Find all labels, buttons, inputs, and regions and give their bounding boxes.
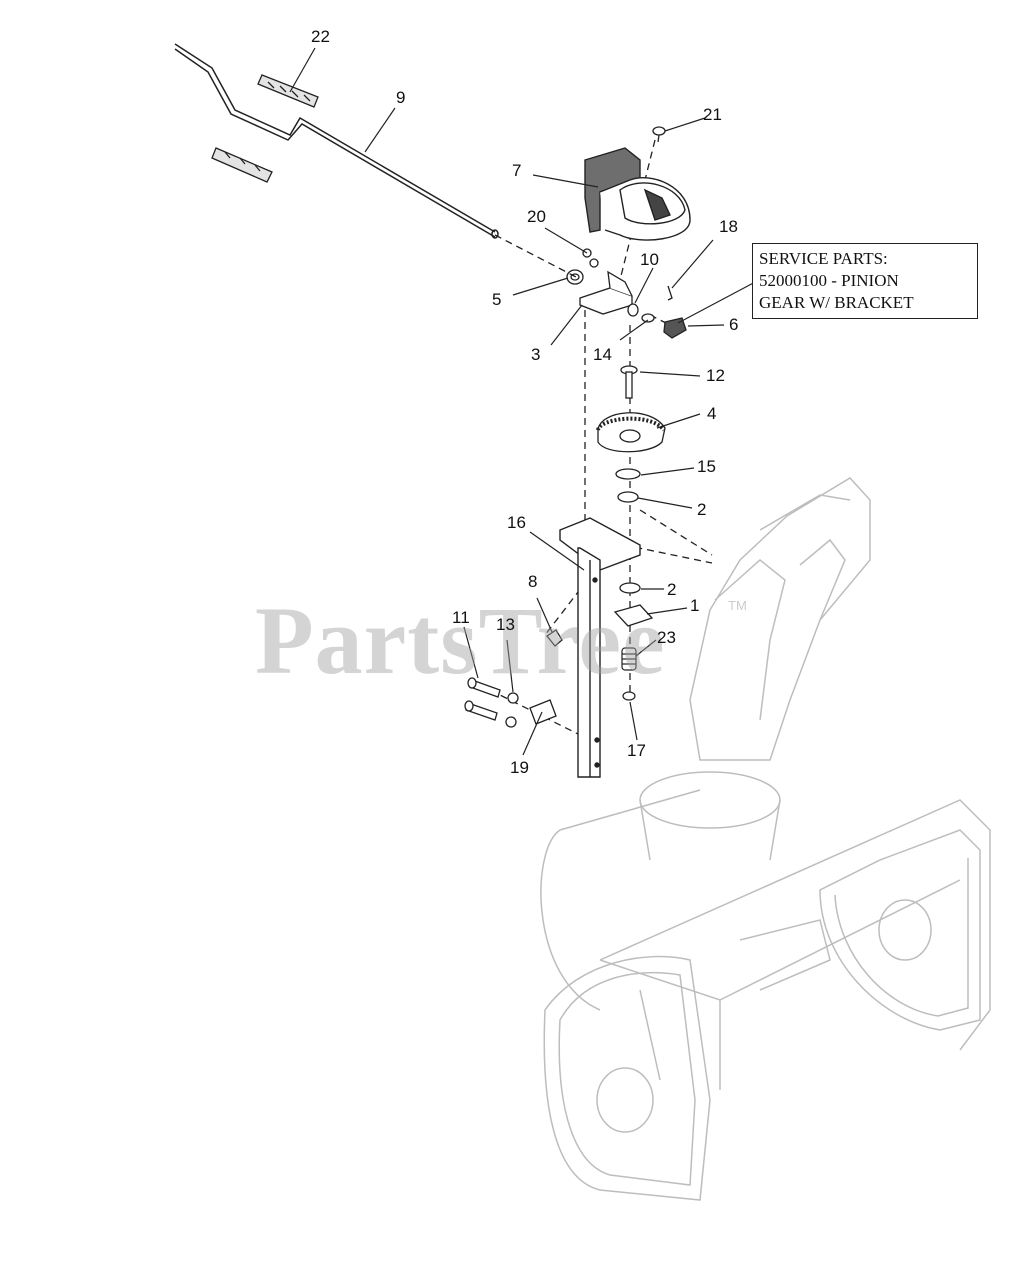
callout-16: 16 — [507, 513, 526, 532]
handle-grips — [211, 74, 319, 183]
callout-6: 6 — [729, 315, 739, 334]
callout-3: 3 — [531, 345, 541, 364]
callout-7: 7 — [512, 161, 522, 180]
pin-12 — [620, 365, 638, 399]
chute-housing-outline — [540, 477, 991, 1201]
trademark-mark: TM — [728, 598, 747, 613]
pinion-parts — [627, 285, 687, 339]
callout-8: 8 — [528, 572, 538, 591]
callout-5: 5 — [492, 290, 502, 309]
service-parts-note: SERVICE PARTS: 52000100 - PINION GEAR W/… — [752, 243, 978, 319]
lower-washer-plate — [613, 582, 654, 627]
callout-11: 11 — [452, 608, 470, 627]
bracket-16 — [559, 517, 641, 778]
small-bolts — [582, 248, 599, 268]
callout-10: 10 — [640, 250, 659, 269]
callout-4: 4 — [707, 404, 717, 423]
callout-20: 20 — [527, 207, 546, 226]
callout-1: 1 — [690, 596, 700, 615]
service-parts-line-3: GEAR W/ BRACKET — [759, 293, 914, 312]
callout-2-lower: 2 — [667, 580, 677, 599]
callout-14: 14 — [593, 345, 612, 364]
callout-13: 13 — [496, 615, 515, 634]
bolts-washers-bracket — [464, 677, 557, 728]
callout-15: 15 — [697, 457, 716, 476]
chute-cover — [584, 147, 691, 241]
callout-23: 23 — [657, 628, 676, 647]
callout-9: 9 — [396, 88, 406, 107]
leader-lines — [289, 47, 760, 756]
gear-washers — [615, 468, 641, 503]
bracket-3 — [579, 270, 633, 315]
callout-12: 12 — [706, 366, 725, 385]
callout-17: 17 — [627, 741, 646, 760]
callout-21: 21 — [703, 105, 722, 124]
washer-5 — [566, 269, 584, 285]
screw-21 — [652, 126, 666, 143]
shift-rod — [174, 43, 499, 239]
callout-2-upper: 2 — [697, 500, 707, 519]
gear-4 — [596, 412, 666, 453]
callout-19: 19 — [510, 758, 529, 777]
callout-22: 22 — [311, 27, 330, 46]
clip-8 — [546, 629, 563, 647]
service-parts-line-2: 52000100 - PINION — [759, 271, 899, 290]
callout-18: 18 — [719, 217, 738, 236]
spring-and-nut — [621, 647, 637, 701]
watermark-text: PartsTree — [255, 587, 666, 694]
service-parts-line-1: SERVICE PARTS: — [759, 249, 888, 268]
